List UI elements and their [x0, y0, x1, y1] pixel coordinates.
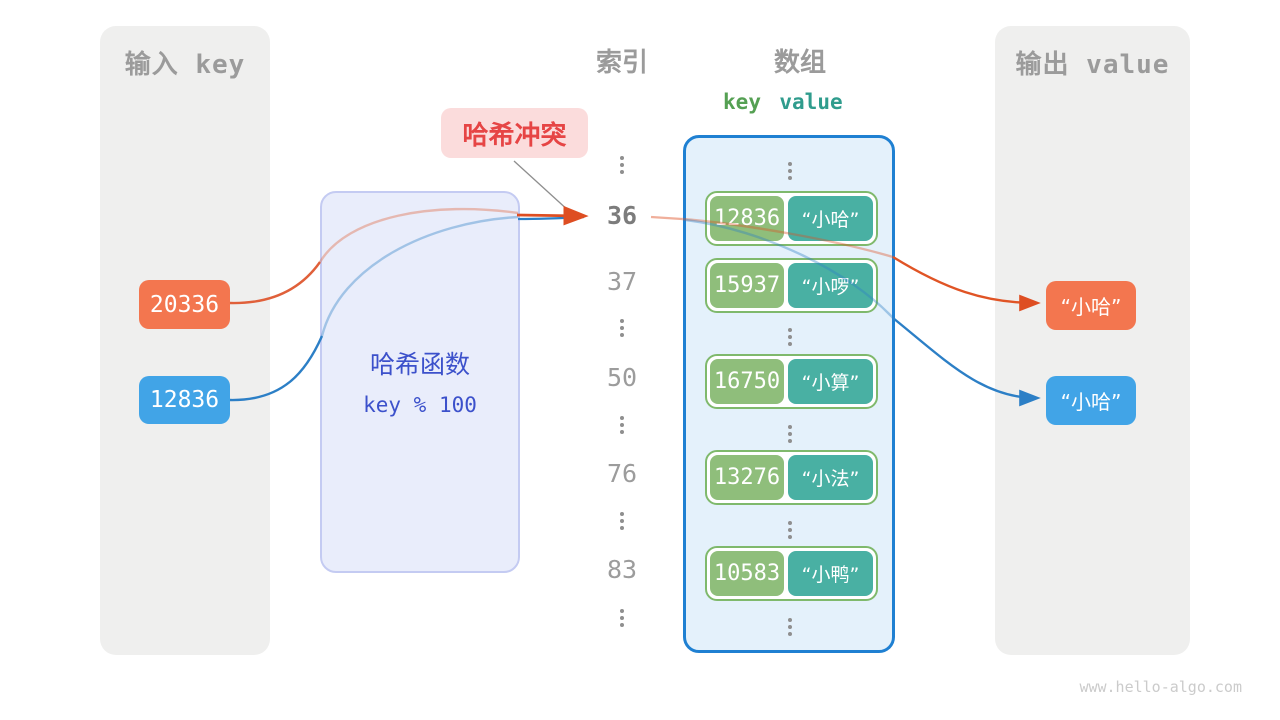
array-container: 12836 “小哈” 15937 “小啰” 16750 “小算” 13276 “… [683, 135, 895, 653]
output-value-text: “小哈” [1060, 295, 1122, 319]
output-value-panel: 输出 value [995, 26, 1190, 655]
input-key-value: 20336 [149, 291, 220, 318]
bucket-key: 12836 [710, 196, 784, 241]
array-ellipsis [788, 162, 792, 166]
output-panel-title: 输出 value [1015, 50, 1170, 80]
array-ellipsis [788, 425, 792, 429]
array-ellipsis [788, 328, 792, 332]
array-column-title: 数组 [773, 47, 826, 77]
index-cell-76: 76 [606, 459, 638, 488]
bucket-value: “小算” [788, 359, 873, 404]
output-value-badge-blue: “小哈” [1046, 376, 1136, 425]
bucket-pair-row: 16750 “小算” [705, 354, 878, 409]
wire-arrow-to-index-36 [516, 205, 589, 226]
index-ellipsis [620, 512, 624, 516]
input-panel-title: 输入 key [124, 50, 246, 80]
array-value-header: value [779, 90, 843, 114]
bucket-key: 16750 [710, 359, 784, 404]
site-watermark: www.hello-algo.com [1079, 678, 1242, 696]
index-ellipsis [620, 416, 624, 420]
index-ellipsis [620, 156, 624, 160]
index-ellipsis [620, 319, 624, 323]
index-cell-83: 83 [606, 555, 638, 584]
index-cell-36: 36 [606, 201, 638, 230]
bucket-value: “小法” [788, 455, 873, 500]
index-cell-50: 50 [606, 363, 638, 392]
input-key-badge-20336: 20336 [139, 280, 230, 329]
array-ellipsis [788, 521, 792, 525]
hash-collision-text: 哈希冲突 [462, 119, 567, 150]
hash-function-box: 哈希函数 key % 100 [320, 191, 520, 573]
bucket-value: “小啰” [788, 263, 873, 308]
hash-function-formula: key % 100 [363, 393, 477, 417]
bucket-key: 15937 [710, 263, 784, 308]
hash-function-title: 哈希函数 [369, 351, 470, 379]
input-key-badge-12836: 12836 [139, 376, 230, 424]
bucket-pair-row: 13276 “小法” [705, 450, 878, 505]
wire-blue-merge [517, 215, 585, 221]
index-ellipsis [620, 609, 624, 613]
index-cell-37: 37 [606, 267, 638, 296]
bucket-key: 10583 [710, 551, 784, 596]
array-ellipsis [788, 618, 792, 622]
output-value-text: “小哈” [1060, 390, 1122, 414]
index-column-title: 索引 [595, 47, 648, 77]
bucket-value: “小鸭” [788, 551, 873, 596]
collision-pointer-line [513, 160, 571, 213]
bucket-value: “小哈” [788, 196, 873, 241]
output-value-badge-orange: “小哈” [1046, 281, 1136, 330]
bucket-pair-row: 15937 “小啰” [705, 258, 878, 313]
bucket-key: 13276 [710, 455, 784, 500]
input-key-value: 12836 [149, 387, 220, 413]
input-key-panel: 输入 key [100, 26, 270, 655]
bucket-pair-row: 10583 “小鸭” [705, 546, 878, 601]
bucket-pair-row: 12836 “小哈” [705, 191, 878, 246]
hash-collision-label: 哈希冲突 [441, 108, 588, 158]
array-key-header: key [723, 90, 761, 114]
